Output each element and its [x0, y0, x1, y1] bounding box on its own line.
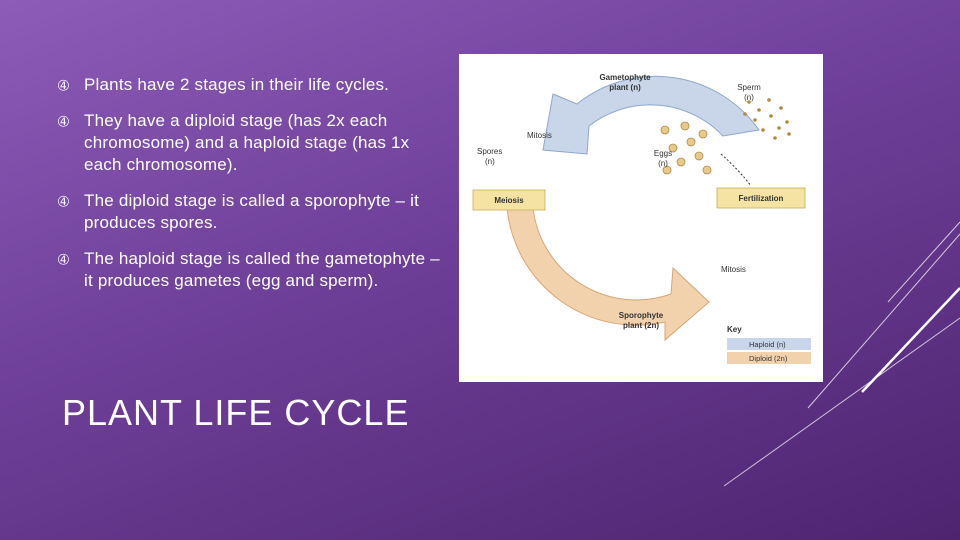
bullet-item: ➃ The haploid stage is called the gametop…	[58, 248, 448, 292]
haploid-arc	[542, 75, 760, 155]
sperm-label: Sperm(n)	[737, 83, 761, 102]
slide-title: PLANT LIFE CYCLE	[62, 392, 410, 433]
mitosis-bottom-label: Mitosis	[721, 265, 746, 274]
bullet-text: They have a diploid stage (has 2x each c…	[84, 111, 410, 174]
circled-arrow-icon: ➃	[58, 114, 70, 129]
legend-key: Key Haploid (n) Diploid (2n)	[727, 325, 811, 364]
fertilization-box	[716, 187, 806, 209]
sperm-cells	[743, 98, 791, 140]
circled-arrow-icon: ➃	[58, 194, 70, 209]
svg-text:Key: Key	[727, 325, 742, 334]
bullet-item: ➃ Plants have 2 stages in their life cycl…	[58, 74, 448, 96]
svg-text:Diploid (2n): Diploid (2n)	[749, 354, 788, 363]
bullet-text: Plants have 2 stages in their life cycle…	[84, 75, 390, 94]
egg-cells	[660, 121, 712, 175]
bullet-item: ➃ The diploid stage is called a sporophyt…	[58, 190, 448, 234]
mitosis-top-label: Mitosis	[527, 131, 552, 140]
fertilization-arrow	[720, 153, 752, 187]
bullet-text: The haploid stage is called the gametoph…	[84, 249, 440, 290]
meiosis-label: Meiosis	[494, 196, 524, 205]
circled-arrow-icon: ➃	[58, 78, 70, 93]
svg-text:Haploid (n): Haploid (n)	[749, 340, 786, 349]
diploid-arc	[506, 207, 710, 342]
bullet-list: ➃ Plants have 2 stages in their life cycl…	[58, 74, 448, 306]
bullet-text: The diploid stage is called a sporophyte…	[84, 191, 420, 232]
spores-label: Spores(n)	[477, 147, 502, 166]
fertilization-label: Fertilization	[739, 194, 784, 203]
eggs-label: Eggs(n)	[654, 149, 672, 168]
circled-arrow-icon: ➃	[58, 252, 70, 267]
meiosis-box	[472, 189, 546, 211]
bullet-item: ➃ They have a diploid stage (has 2x each …	[58, 110, 448, 176]
